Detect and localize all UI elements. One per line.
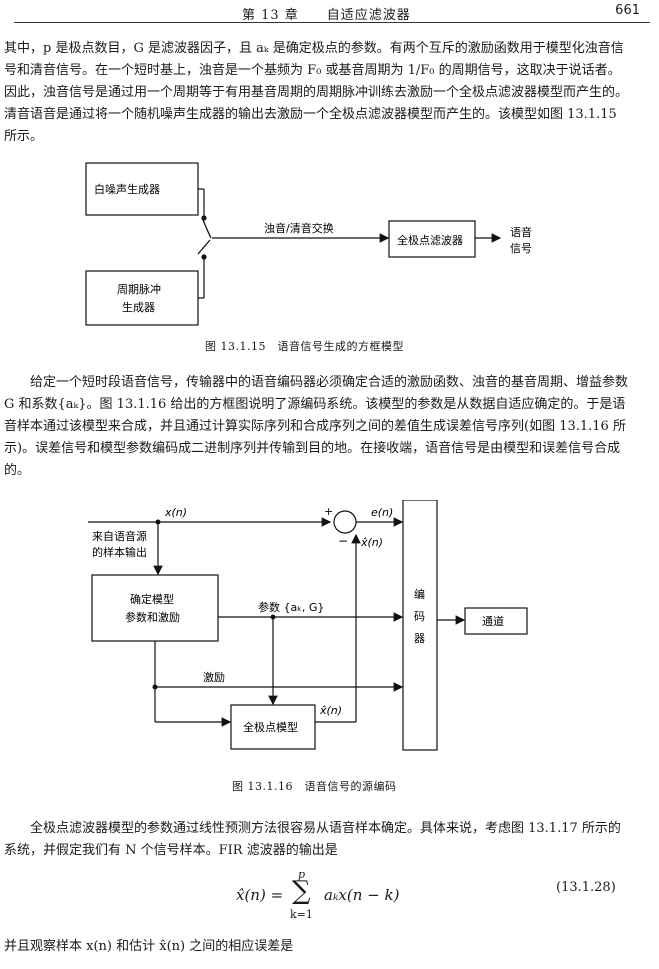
figure-13-1-15: 白噪声生成器 周期脉冲 生成器 浊音/清音交换 全极点滤波器 语音 信号 [85, 162, 532, 326]
sum-upper-limit: p [298, 868, 306, 881]
sum-lower-limit: k=1 [290, 908, 313, 921]
pulse-generator-label-1: 周期脉冲 [117, 282, 161, 296]
pulse-generator-box [85, 270, 199, 326]
input-label-1: 来自语音源 [92, 529, 147, 543]
encoder-label-2: 码 [414, 610, 425, 623]
switch-arm [202, 219, 212, 239]
speech-output-label-1: 语音 [510, 225, 532, 239]
input-label-2: 的样本输出 [92, 545, 147, 559]
equation-number: (13.1.28) [556, 880, 616, 895]
allpole-filter-box [388, 220, 476, 258]
encoder-label-3: 器 [414, 632, 425, 645]
model-estimation-label-2: 参数和激励 [125, 610, 180, 624]
paragraph-2: 给定一个短时段语音信号，传输器中的语音编码器必须确定合适的激励函数、浊音的基音周… [4, 375, 629, 478]
figure-13-1-16-caption: 图 13.1.16 语音信号的源编码 [232, 780, 397, 793]
xhat-output-label: x̂(n) [319, 704, 342, 717]
figure-13-1-16: 来自语音源 的样本输出 x(n) + − e(n) x̂(n) 确定模型 参数和… [88, 500, 528, 751]
header-rule [14, 22, 650, 23]
figure-13-1-15-caption: 图 13.1.15 语音信号生成的方框模型 [205, 340, 404, 353]
page-number: 661 [615, 3, 640, 18]
encoder-box [402, 500, 438, 751]
equation-rhs: aₖx(n − k) [324, 886, 400, 904]
switch-label: 浊音/清音交换 [264, 221, 334, 235]
pulse-generator-label-2: 生成器 [122, 300, 155, 314]
encoder-label-1: 编 [414, 587, 425, 601]
allpole-model-label: 全极点模型 [243, 720, 298, 734]
params-label: 参数 {aₖ, G} [258, 600, 324, 614]
model-estimation-label-1: 确定模型 [130, 592, 174, 606]
noise-generator-label: 白噪声生成器 [94, 182, 160, 196]
page-header: 第 13 章 自适应滤波器 661 [14, 2, 650, 23]
xn-label: x(n) [164, 506, 187, 519]
equation-13-1-28: x̂(n) = p ∑ k=1 aₖx(n − k) [236, 868, 436, 924]
speech-output-label-2: 信号 [510, 242, 532, 255]
sum-symbol: ∑ [292, 876, 311, 906]
excitation-label: 激励 [203, 670, 225, 684]
en-label: e(n) [371, 506, 393, 519]
channel-label: 通道 [482, 614, 504, 628]
channel-box [464, 607, 528, 635]
allpole-model-box [230, 704, 316, 750]
equation-lhs: x̂(n) = [236, 886, 284, 904]
plus-sign: + [324, 505, 333, 518]
paragraph-4: 并且观察样本 x(n) 和估计 x̂(n) 之间的相应误差是 [4, 939, 294, 954]
xhat-feedback-label: x̂(n) [360, 536, 383, 549]
summing-junction [333, 510, 357, 534]
allpole-filter-label: 全极点滤波器 [397, 233, 463, 247]
paragraph-3: 全极点滤波器模型的参数通过线性预测方法很容易从语音样本确定。具体来说，考虑图 1… [4, 821, 621, 858]
chapter-title: 第 13 章 自适应滤波器 [242, 8, 411, 23]
paragraph-1: 其中，p 是极点数目，G 是滤波器因子，且 aₖ 是确定极点的参数。有两个互斥的… [4, 41, 629, 144]
minus-sign: − [338, 534, 348, 548]
model-estimation-box [91, 574, 219, 642]
